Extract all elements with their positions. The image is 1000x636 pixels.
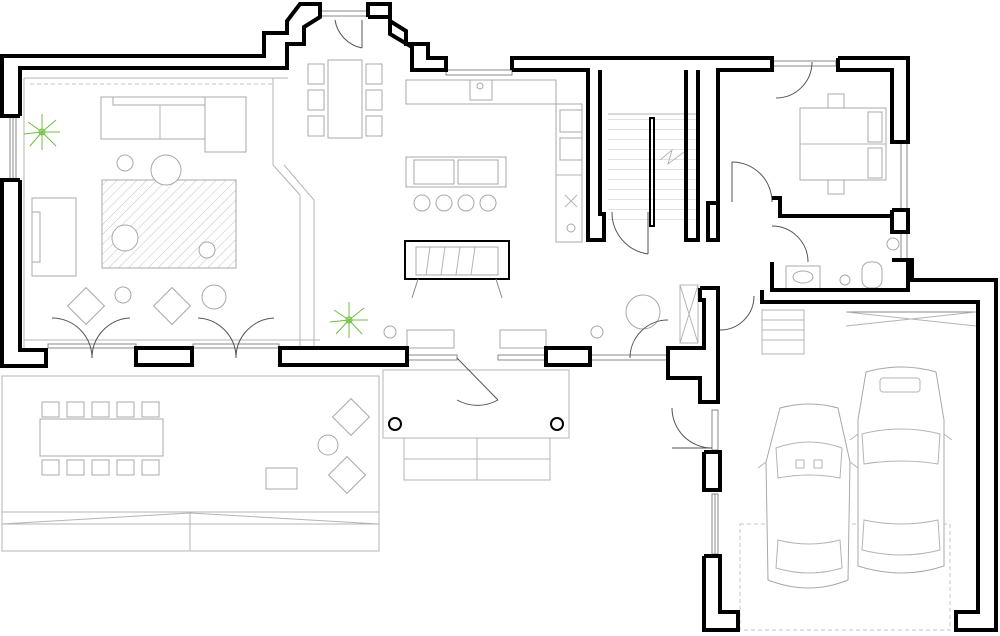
kitchen-counter — [405, 79, 583, 243]
rug — [101, 179, 237, 269]
living-tables — [111, 154, 216, 259]
plant-icon — [329, 302, 368, 338]
living-armchairs-bottom — [66, 284, 227, 326]
terrace-lounge — [265, 397, 371, 495]
bathroom-fixtures — [785, 237, 900, 291]
door-swing-icon — [51, 19, 813, 449]
sofa — [100, 96, 247, 153]
plant-icon — [23, 114, 60, 150]
car-icon — [849, 366, 953, 574]
terrace-dining-table — [39, 401, 164, 476]
armchair-left — [31, 197, 77, 277]
car-icon — [757, 403, 859, 589]
bed — [799, 93, 887, 195]
staircase — [608, 113, 698, 227]
fireplace — [404, 240, 510, 299]
hall-steps — [679, 284, 805, 355]
entrance-porch — [382, 369, 570, 481]
terrace — [1, 375, 380, 552]
living-room-interior — [23, 77, 320, 350]
dining-table — [307, 59, 383, 139]
entry-furniture — [383, 294, 661, 349]
kitchen-island — [405, 156, 507, 212]
